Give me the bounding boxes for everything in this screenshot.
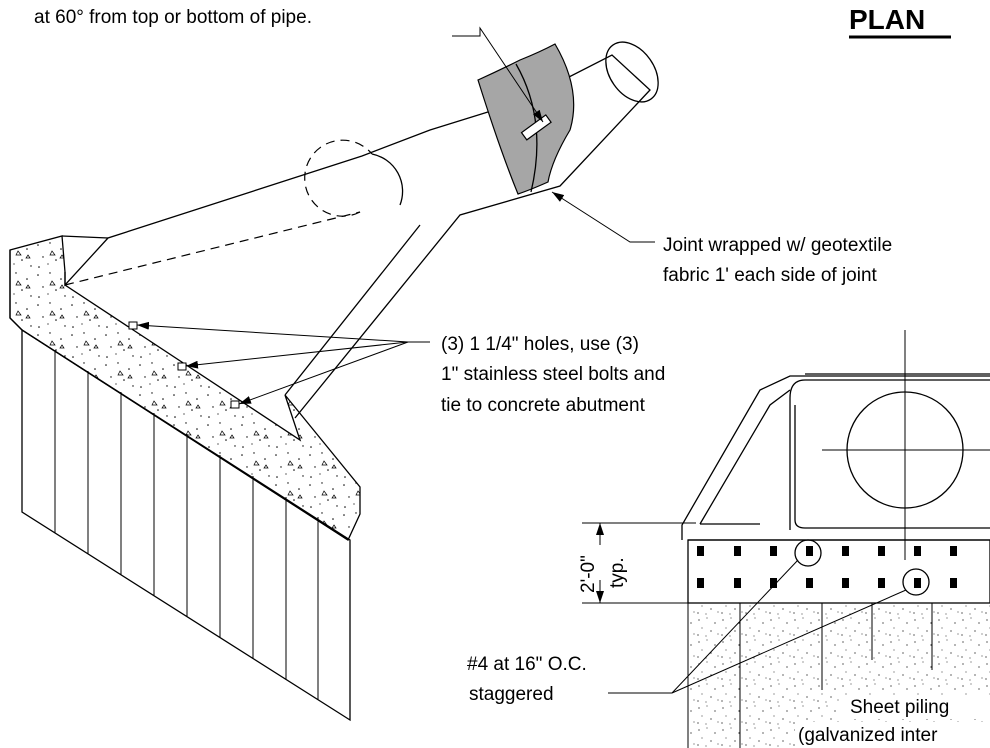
leader-top-note [452,26,544,123]
dim-value-label: 2'-0" [578,555,599,593]
leader-rebar-note [608,559,907,694]
joint-note-line2: fabric 1' each side of joint [663,265,878,286]
joint-note-line1: Joint wrapped w/ geotextile [663,235,892,256]
leader-holes-note [136,321,430,405]
top-note-label: at 60° from top or bottom of pipe. [34,7,312,28]
rebar-row [697,546,957,588]
bolt-hole-3 [230,400,240,409]
piling-note-line2: (galvanized inter [798,725,938,746]
holes-note-line3: tie to concrete abutment [441,395,646,416]
detail-circle-upper [794,539,822,567]
holes-note-line1: (3) 1 1/4" holes, use (3) [441,334,639,355]
leader-joint-note [551,191,655,243]
piling-note-line1: Sheet piling [850,697,949,718]
detail-circle-lower [902,568,930,596]
rebar-note-line2: staggered [469,684,554,705]
concrete-abutment [9,235,361,541]
piling-label-mask-2 [795,722,990,748]
dim-typ-label: typ. [607,557,628,588]
dimension-2ft: 2'-0" typ. [578,522,696,604]
holes-note-line2: 1" stainless steel bolts and [441,364,665,385]
plan-title: PLAN [849,4,925,35]
bolt-hole-2 [177,362,187,371]
rebar-note-line1: #4 at 16" O.C. [467,654,587,675]
geotextile-wrap [477,43,575,195]
piling-label-mask [840,695,990,719]
bolt-hole-1 [128,321,138,330]
abutment-section [681,330,990,748]
